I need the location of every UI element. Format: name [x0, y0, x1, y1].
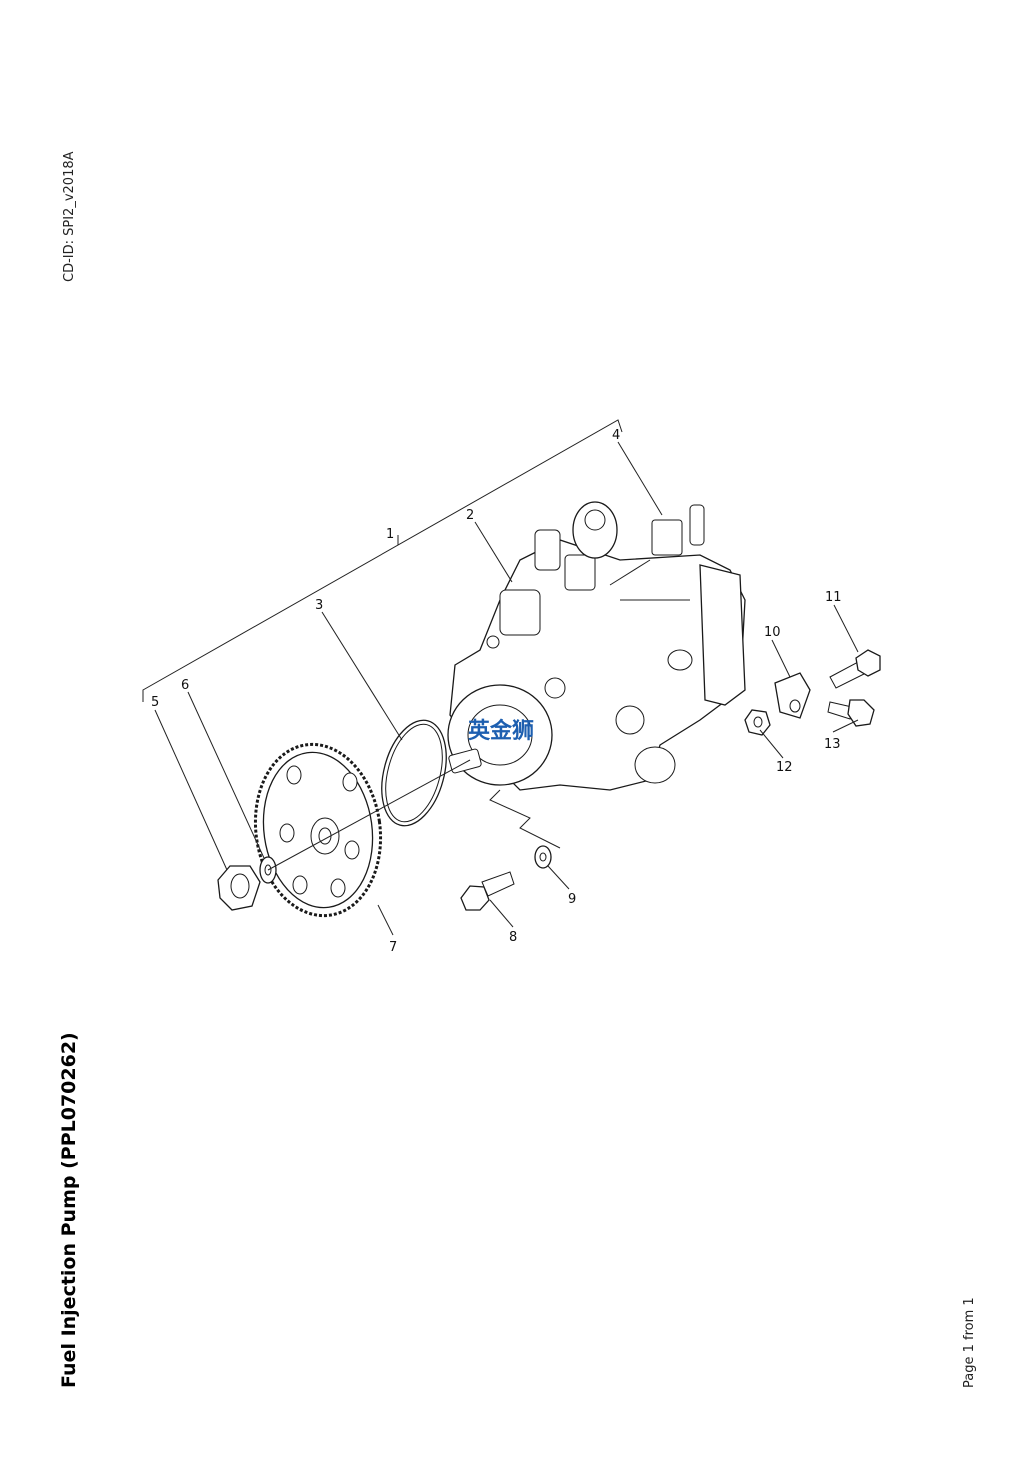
hex-nut	[217, 865, 261, 911]
assembly-bracket	[142, 419, 623, 702]
callout-7: 7	[389, 940, 397, 955]
bracket-bolt-lower	[827, 699, 875, 727]
callout-10: 10	[764, 625, 781, 640]
bracket-nut	[744, 709, 771, 736]
mounting-bracket	[774, 672, 811, 719]
callout-11: 11	[825, 590, 842, 605]
callout-9: 9	[568, 892, 576, 907]
axis-line	[489, 789, 561, 849]
callout-12: 12	[776, 760, 793, 775]
flange-bolt	[460, 871, 515, 911]
callout-1: 1	[386, 527, 394, 542]
o-ring	[381, 719, 447, 827]
bracket-bolt-upper	[829, 649, 881, 689]
leader-lines	[154, 441, 859, 936]
callout-6: 6	[181, 678, 189, 693]
watermark: 英金狮	[468, 718, 534, 744]
callout-13: 13	[824, 737, 841, 752]
callout-5: 5	[151, 695, 159, 710]
callout-4: 4	[612, 428, 620, 443]
callout-8: 8	[509, 930, 517, 945]
callout-2: 2	[466, 508, 474, 523]
drive-gear	[253, 742, 383, 918]
shaft-axis	[267, 759, 471, 871]
bolt-washer	[534, 845, 552, 869]
callout-3: 3	[315, 598, 323, 613]
fuel-injection-pump	[447, 501, 746, 791]
